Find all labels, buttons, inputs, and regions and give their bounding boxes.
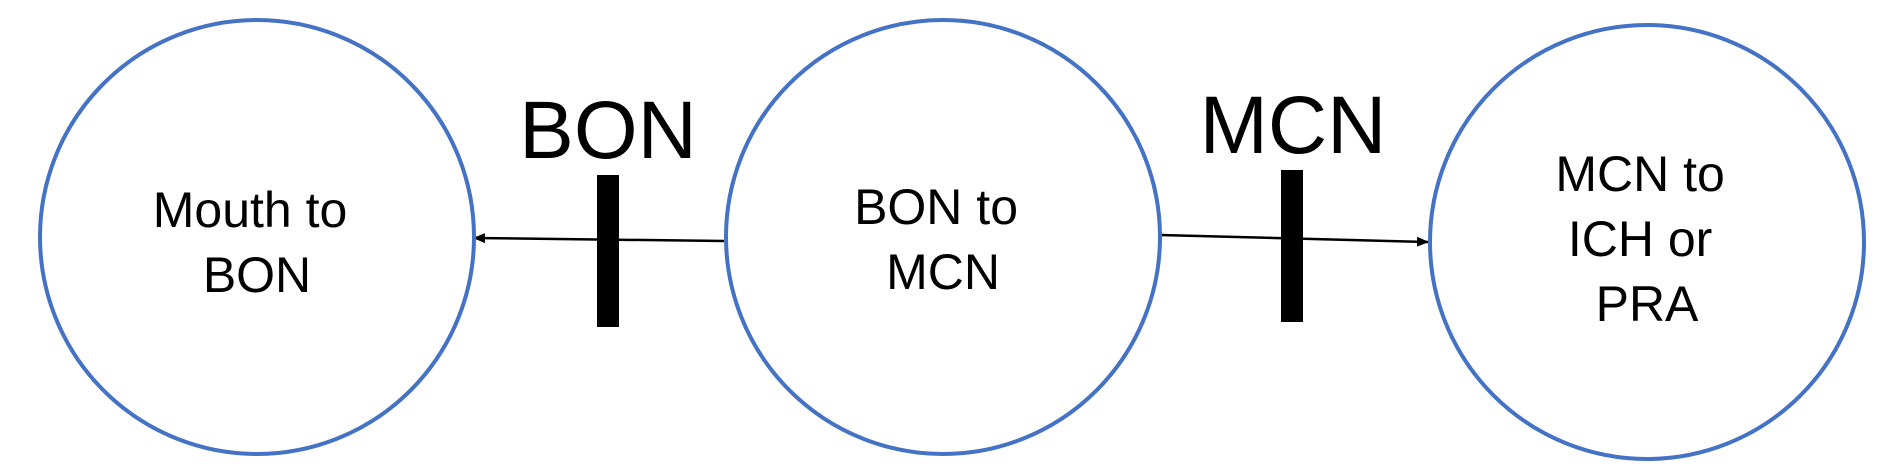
node-label-line: ICH or [1568,211,1712,267]
node-mouth-to-bon: Mouth to BON [38,18,476,456]
node-label: MCN to ICH or PRA [1555,146,1738,332]
node-circle [38,18,476,456]
barrier-label-mcn: MCN [1200,80,1387,171]
node-mcn-to-ich-or-pra: MCN to ICH or PRA [1428,23,1866,461]
node-circle [724,18,1162,456]
node-circle [1428,23,1866,461]
node-label-line: BON to [854,179,1018,235]
barrier-bar-mcn [1281,170,1303,322]
barrier-bar-bon [597,175,619,327]
barrier-label-bon: BON [519,85,697,176]
node-label-line: Mouth to [153,182,348,238]
node-label-line: MCN to [1555,146,1724,202]
node-label-line: BON [203,247,311,303]
node-label: BON to MCN [854,179,1032,300]
node-label-line: MCN [886,244,1000,300]
node-bon-to-mcn: BON to MCN [724,18,1162,456]
node-label: Mouth to BON [153,182,361,303]
node-label-line: PRA [1596,276,1699,332]
